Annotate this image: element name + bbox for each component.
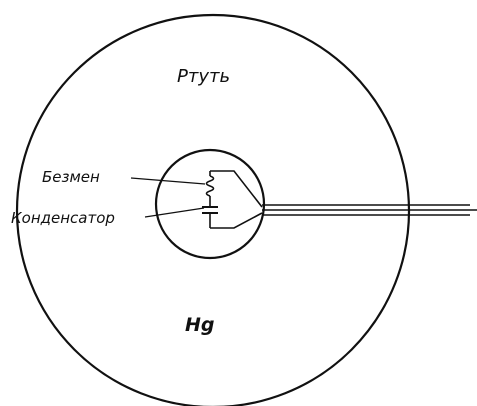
element-symbol-label: Hg: [185, 314, 215, 336]
outer-mercury-circle: [15, 13, 411, 406]
spring-scale-label: Безмен: [42, 168, 100, 186]
spring-leader-line: [130, 177, 206, 185]
lead-wires: [262, 204, 477, 216]
capacitor-leader-line: [144, 207, 205, 218]
capacitor-label: Конденсатор: [11, 209, 115, 227]
spring-coil: [205, 175, 215, 197]
inner-circuit: [202, 170, 263, 229]
outer-region-label: Ртуть: [177, 66, 230, 87]
inner-sphere-circle: [154, 148, 266, 260]
